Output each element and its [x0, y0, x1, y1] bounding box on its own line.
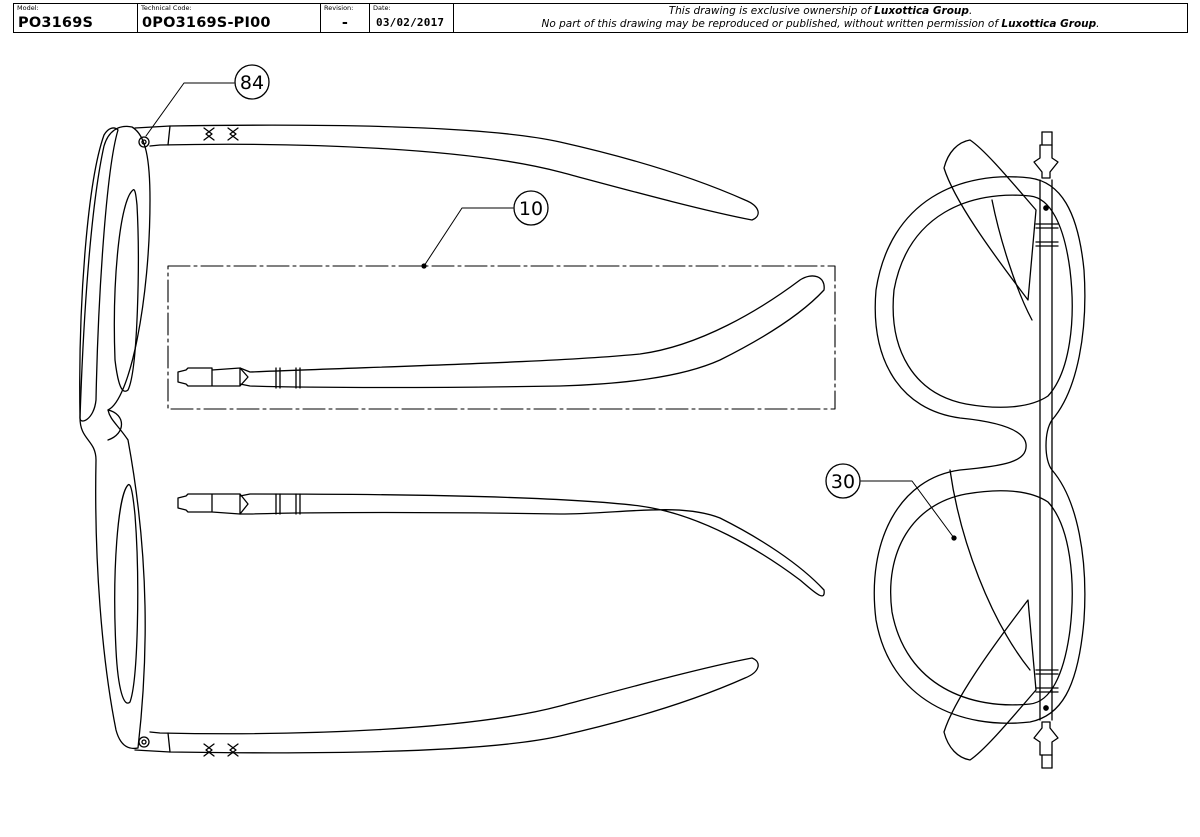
- callout-84-label: 84: [240, 72, 264, 94]
- title-block: Model: PO3169S Technical Code: 0PO3169S-…: [13, 3, 1188, 33]
- notice-company-1: Luxottica Group: [874, 5, 969, 17]
- front-upper-lens-rim: [892, 194, 1073, 408]
- front-frame-outline: [873, 176, 1086, 724]
- frame-front-outline: [79, 125, 151, 750]
- screw-lower: [138, 736, 150, 748]
- front-screw-lower: [1043, 705, 1049, 711]
- temple-side-core-marks: [275, 493, 301, 515]
- date-caption: Date:: [373, 4, 391, 12]
- temple-behind-upper: [943, 139, 1037, 301]
- notice-company-2: Luxottica Group: [1001, 18, 1097, 30]
- temple-side-arm: [239, 493, 825, 597]
- front-hinge-column: [1033, 131, 1059, 769]
- technical-code-caption: Technical Code:: [141, 4, 192, 12]
- technical-code-cell: Technical Code: 0PO3169S-PI00: [138, 4, 321, 32]
- notice-line-2: No part of this drawing may be reproduce…: [541, 18, 1100, 30]
- lower-lens-edge: [114, 483, 139, 704]
- screw-upper: [138, 136, 150, 148]
- revision-value: -: [341, 15, 349, 31]
- temple-arm-through-lower-lens: [949, 469, 1031, 671]
- callout-30-label: 30: [831, 471, 855, 493]
- revision-caption: Revision:: [324, 4, 354, 12]
- ownership-notice: This drawing is exclusive ownership of L…: [454, 4, 1187, 32]
- top-view: [79, 124, 759, 757]
- upper-temple: [134, 124, 759, 221]
- technical-code-value: 0PO3169S-PI00: [142, 15, 271, 31]
- temple-side-hinge: [177, 493, 249, 515]
- revision-cell: Revision: -: [321, 4, 370, 32]
- callout-10-label: 10: [519, 198, 543, 220]
- lower-temple: [134, 657, 759, 754]
- bridge-outline: [107, 409, 123, 441]
- date-value: 03/02/2017: [376, 16, 445, 29]
- temple-detail-hinge: [177, 367, 249, 387]
- front-screw-upper: [1043, 205, 1049, 211]
- callout-10: 10: [421, 190, 549, 269]
- temple-behind-lower: [943, 599, 1037, 761]
- temple-detail-core-marks: [275, 367, 301, 389]
- upper-lens-edge: [113, 189, 139, 392]
- date-cell: Date: 03/02/2017: [370, 4, 454, 32]
- temple-detail-view: [167, 265, 836, 410]
- front-view: [873, 131, 1086, 769]
- temple-detail-arm: [239, 275, 825, 389]
- screw-upper-center: [141, 139, 147, 145]
- detail-box-dashdot: [167, 265, 836, 410]
- model-caption: Model:: [17, 4, 39, 12]
- front-lower-lens-rim: [890, 490, 1073, 706]
- model-cell: Model: PO3169S: [14, 4, 138, 32]
- callout-84: 84: [145, 64, 270, 137]
- temple-arm-through-upper-lens: [991, 199, 1033, 321]
- upper-temple-hinge-marks: [167, 125, 239, 146]
- temple-side-view: [177, 493, 825, 597]
- model-value: PO3169S: [18, 15, 94, 31]
- notice-line-1: This drawing is exclusive ownership of L…: [668, 5, 973, 17]
- callout-30: 30: [825, 463, 957, 541]
- screw-lower-center: [141, 739, 147, 745]
- lower-temple-hinge-marks: [167, 732, 239, 757]
